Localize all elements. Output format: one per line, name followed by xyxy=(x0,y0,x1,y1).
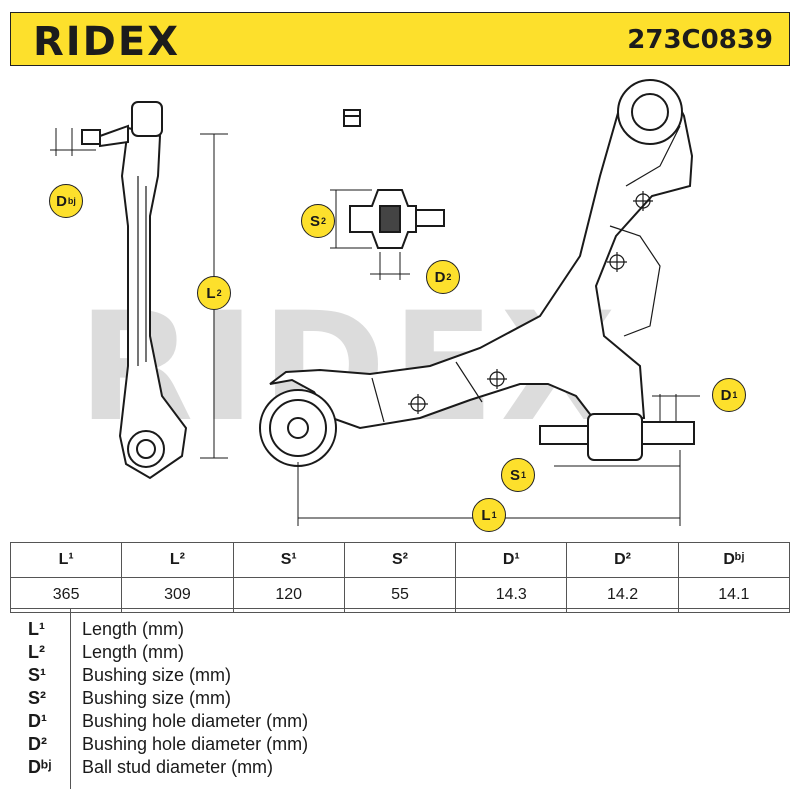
dimensions-header-row: L¹ L² S¹ S² D¹ D² Dᵇʲ xyxy=(9,542,791,578)
legend-item: Dᵇʲ Ball stud diameter (mm) xyxy=(10,757,790,780)
value-cell: 365 xyxy=(9,577,123,613)
value-cell: 309 xyxy=(121,577,234,613)
side-arm-body xyxy=(118,126,188,480)
legend-symbol: L² xyxy=(28,642,45,662)
legend-item: D² Bushing hole diameter (mm) xyxy=(10,734,790,757)
header-cell: L² xyxy=(121,542,234,578)
dim-d1 xyxy=(652,394,700,422)
legend-item: S¹ Bushing size (mm) xyxy=(10,665,790,688)
legend-text: Length (mm) xyxy=(82,619,185,639)
legend-text: Bushing size (mm) xyxy=(82,665,232,685)
value-cell: 14.3 xyxy=(455,577,568,613)
header-cell: S² xyxy=(343,542,457,578)
header-cell: D¹ xyxy=(455,542,568,578)
dim-s2 xyxy=(330,189,372,249)
dimensions-table: L¹ L² S¹ S² D¹ D² Dᵇʲ 365 309 120 55 14.… xyxy=(9,542,791,613)
legend-symbol: D¹ xyxy=(28,711,47,731)
legend: L¹ Length (mm) L² Length (mm) S¹ Bushing si… xyxy=(10,608,790,789)
legend-symbol: Dᵇʲ xyxy=(28,757,52,777)
legend-text: Length (mm) xyxy=(82,642,185,662)
value-cell: 55 xyxy=(343,577,457,613)
header-cell: D² xyxy=(566,542,679,578)
header-cell: Dᵇʲ xyxy=(677,542,791,578)
legend-item: L² Length (mm) xyxy=(10,642,790,665)
legend-item: D¹ Bushing hole diameter (mm) xyxy=(10,711,790,734)
header-cell: L¹ xyxy=(9,542,123,578)
part-number: 273C0839 xyxy=(627,25,773,55)
legend-item: L¹ Length (mm) xyxy=(10,619,790,642)
legend-symbol: S¹ xyxy=(28,665,46,685)
header-cell: S¹ xyxy=(232,542,345,578)
control-arm-drawing xyxy=(50,79,700,526)
main-arm-body xyxy=(269,86,694,430)
dim-dbj xyxy=(50,128,96,156)
dimensions-value-row: 365 309 120 55 14.3 14.2 14.1 xyxy=(9,577,791,613)
legend-text: Bushing hole diameter (mm) xyxy=(82,711,309,731)
value-cell: 14.1 xyxy=(677,577,791,613)
value-cell: 120 xyxy=(232,577,345,613)
legend-item: S² Bushing size (mm) xyxy=(10,688,790,711)
dim-d2 xyxy=(370,252,410,280)
technical-drawing: RIDEX xyxy=(0,66,800,542)
legend-text: Bushing hole diameter (mm) xyxy=(82,734,309,754)
legend-symbol: L¹ xyxy=(28,619,45,639)
legend-text: Ball stud diameter (mm) xyxy=(82,757,274,777)
legend-text: Bushing size (mm) xyxy=(82,688,232,708)
legend-divider xyxy=(70,609,71,789)
value-cell: 14.2 xyxy=(566,577,679,613)
header-bar: RIDEX 273C0839 xyxy=(10,12,790,66)
brand-logo: RIDEX xyxy=(33,19,181,65)
legend-symbol: D² xyxy=(28,734,47,754)
legend-symbol: S² xyxy=(28,688,46,708)
